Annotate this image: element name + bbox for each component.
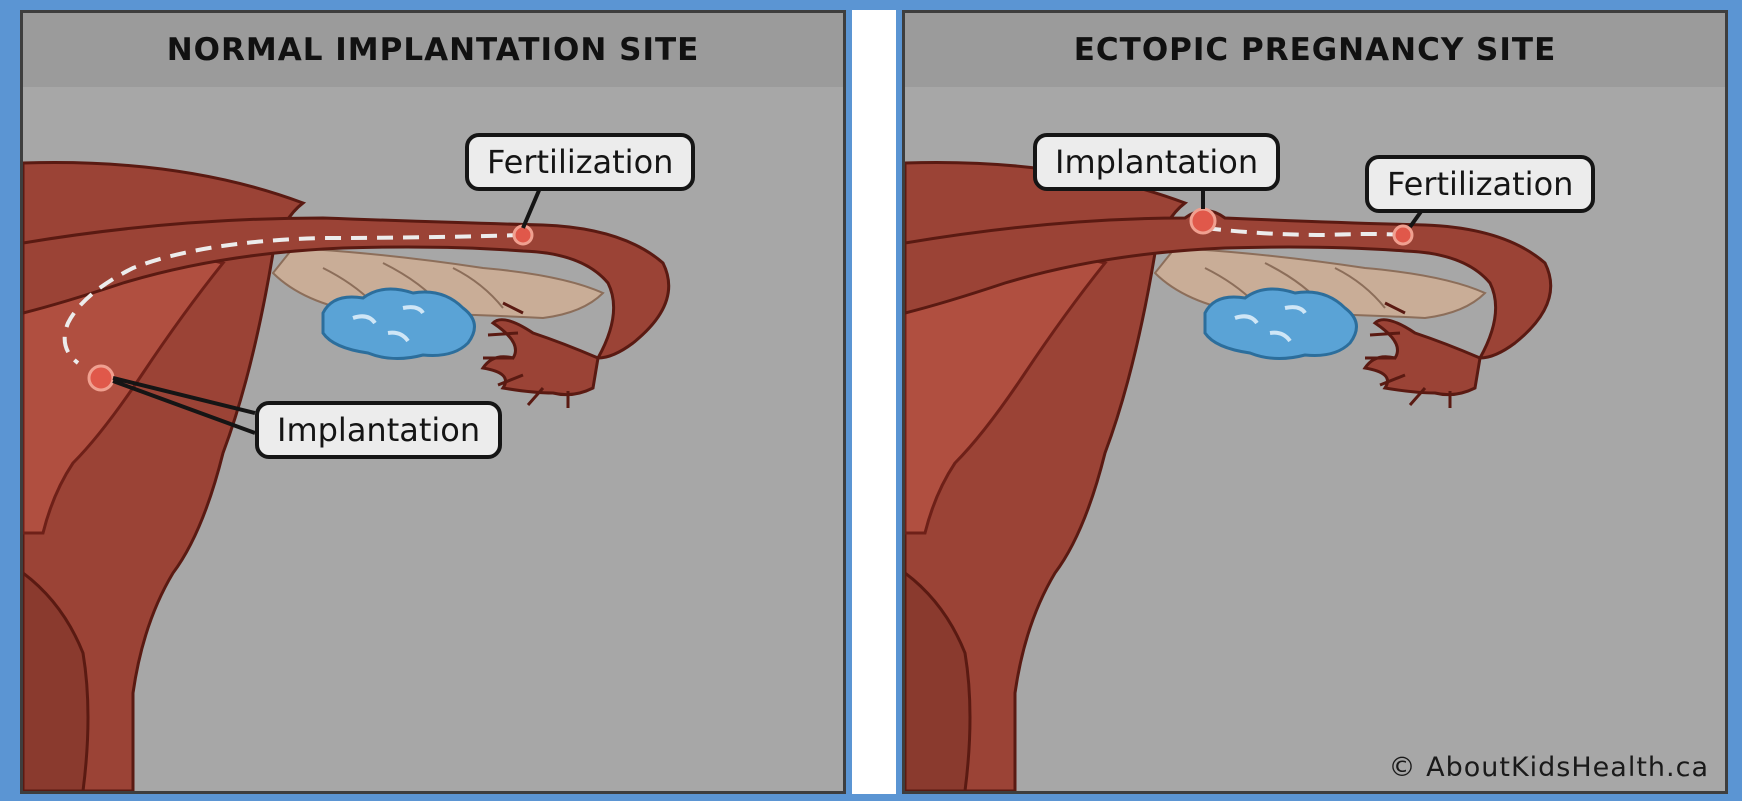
- ovary: [1205, 289, 1356, 359]
- copyright-credit: © AboutKidsHealth.ca: [1389, 752, 1709, 783]
- normal-implantation-panel: NORMAL IMPLANTATION SITE Fertilization I…: [20, 10, 846, 794]
- ovary: [323, 289, 474, 359]
- implantation-callout: Implantation: [1033, 133, 1280, 191]
- fertilization-callout: Fertilization: [465, 133, 695, 191]
- panel-title: NORMAL IMPLANTATION SITE: [23, 13, 843, 87]
- implantation-marker: [89, 366, 113, 390]
- uterus-diagram: [905, 13, 1725, 791]
- panel-divider: [852, 10, 896, 794]
- ectopic-pregnancy-panel: ECTOPIC PREGNANCY SITE Implantation Fert…: [902, 10, 1728, 794]
- implantation-callout: Implantation: [255, 401, 502, 459]
- fertilization-marker: [514, 226, 532, 244]
- fertilization-marker: [1394, 226, 1412, 244]
- fertilization-callout: Fertilization: [1365, 155, 1595, 213]
- panel-title: ECTOPIC PREGNANCY SITE: [905, 13, 1725, 87]
- implantation-marker: [1191, 209, 1215, 233]
